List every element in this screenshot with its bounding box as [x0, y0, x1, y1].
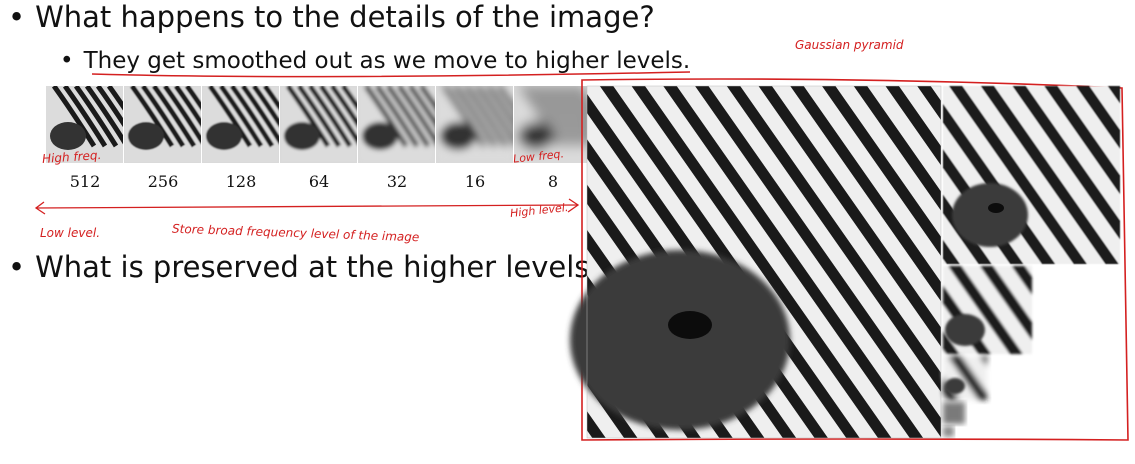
zebra-thumb-256	[124, 86, 201, 163]
resolution-thumbnail-row	[46, 86, 592, 163]
resolution-label: 8	[547, 172, 559, 191]
zebra-thumb-image	[202, 86, 279, 163]
zebra-thumb-16	[436, 86, 513, 163]
underline-stroke	[91, 71, 691, 78]
question-details: What happens to the details of the image…	[35, 0, 655, 34]
resolution-label: 512	[69, 172, 101, 191]
resolution-labels: 512 256 128 64 32 16 8	[46, 172, 592, 191]
bullet-question-1: • What happens to the details of the ima…	[8, 0, 655, 34]
pyramid-level-2	[943, 266, 1032, 354]
bullet-answer-1: • They get smoothed out as we move to hi…	[60, 48, 690, 74]
zebra-thumb-image	[436, 86, 513, 163]
zebra-thumb-image	[358, 86, 435, 163]
bullet-question-2: • What is preserved at the higher levels…	[8, 250, 605, 284]
bullet-dot: •	[60, 48, 74, 74]
resolution-label: 64	[308, 172, 330, 191]
pyramid-frame	[581, 78, 1129, 441]
zebra-thumb-image	[280, 86, 357, 163]
arrow-head-right	[567, 198, 580, 213]
bullet-dot: •	[8, 250, 26, 284]
resolution-label: 32	[386, 172, 408, 191]
zebra-thumb-128	[202, 86, 279, 163]
pyramid-level-1	[943, 86, 1120, 264]
gaussian-pyramid-note: Gaussian pyramid	[795, 38, 904, 52]
zebra-thumb-32	[358, 86, 435, 163]
resolution-label: 256	[147, 172, 179, 191]
pyramid-level-5	[943, 426, 954, 437]
zebra-thumb-image	[46, 86, 123, 163]
zebra-thumb-image	[514, 86, 591, 163]
low-level-note: Low level.	[40, 226, 101, 240]
resolution-label: 16	[464, 172, 486, 191]
pyramid-level-0	[570, 85, 942, 439]
zebra-thumb-image	[124, 86, 201, 163]
pyramid-level-4	[943, 402, 965, 424]
arrow-head-left	[34, 201, 46, 215]
pyramid-level-3	[943, 356, 987, 400]
level-arrow	[35, 204, 579, 209]
zebra-thumb-64	[280, 86, 357, 163]
question-preserved: What is preserved at the higher levels?	[35, 250, 605, 284]
zebra-thumb-8	[514, 86, 591, 163]
answer-smoothed: They get smoothed out as we move to high…	[83, 48, 691, 74]
resolution-label: 128	[225, 172, 257, 191]
zebra-thumb-512	[46, 86, 123, 163]
bullet-dot: •	[8, 0, 26, 34]
